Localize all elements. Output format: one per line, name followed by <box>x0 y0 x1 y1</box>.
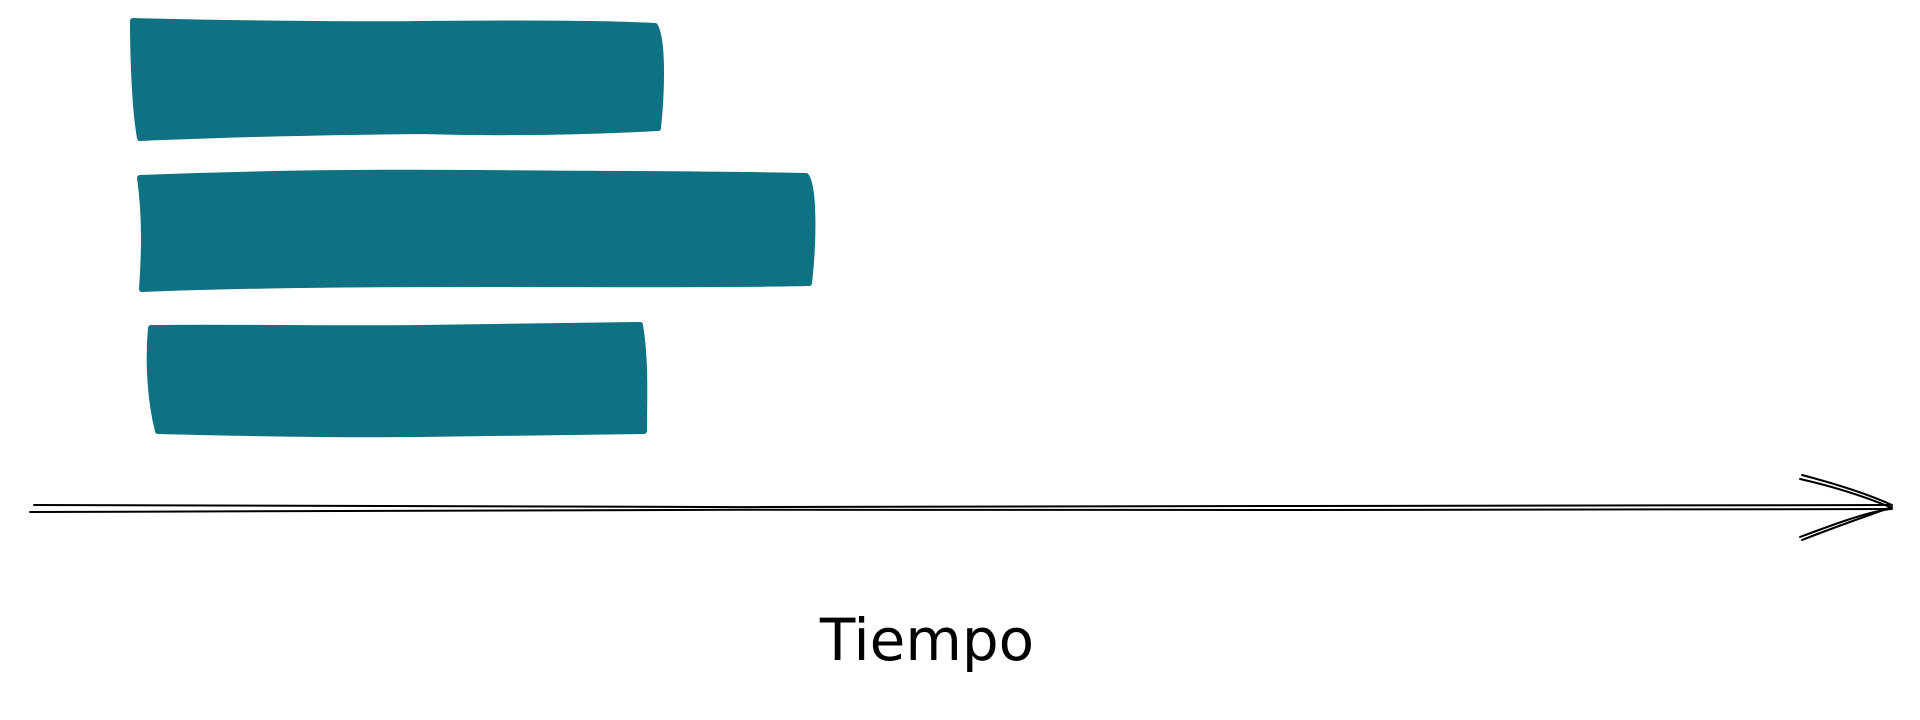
axis-label: Tiempo <box>819 606 1034 674</box>
arrow-icon <box>1799 474 1893 541</box>
bar-2 <box>137 169 816 292</box>
axis-line-lower <box>29 508 1893 513</box>
bar-3 <box>146 322 648 438</box>
bars-group <box>130 18 816 438</box>
axis-line-upper <box>33 504 1891 509</box>
bar-1 <box>130 18 665 141</box>
time-axis: Tiempo <box>29 474 1893 674</box>
